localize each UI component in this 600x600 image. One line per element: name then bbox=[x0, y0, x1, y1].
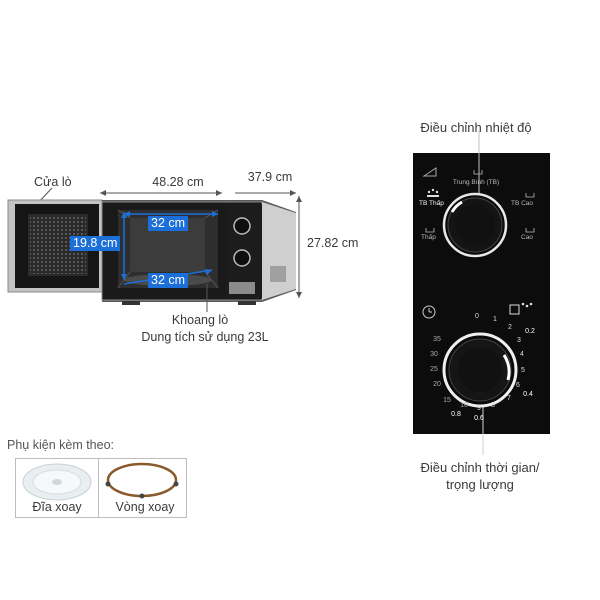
width-label: 48.28 cm bbox=[152, 175, 204, 189]
timer-tick-7: 7 bbox=[507, 395, 511, 402]
timer-tick-30: 30 bbox=[430, 351, 438, 358]
inner-depth-label: 32 cm bbox=[148, 273, 189, 288]
accessory-label-ring: Vòng xoay bbox=[115, 500, 175, 514]
temp-control-title: Điều chỉnh nhiệt độ bbox=[420, 120, 532, 135]
microwave-body bbox=[101, 200, 296, 305]
accessory-label-plate: Đĩa xoay bbox=[32, 500, 82, 514]
timer-knob[interactable] bbox=[442, 332, 518, 408]
weight-defrost-icon bbox=[509, 302, 533, 315]
panel-corner-icon bbox=[422, 167, 437, 177]
weight-tick-0-4: 0.4 bbox=[523, 391, 533, 398]
height-label: 27.82 cm bbox=[307, 236, 359, 250]
inner-height-label: 19.8 cm bbox=[70, 236, 121, 251]
weight-tick-0-6: 0.6 bbox=[474, 415, 484, 422]
power-high-label: Cao bbox=[521, 234, 533, 241]
timer-tick-8: 8 bbox=[491, 402, 495, 409]
timer-tick-5: 5 bbox=[521, 367, 525, 374]
power-medium-label: Trung Bình (TB) bbox=[452, 179, 500, 186]
timer-tick-10: 10 bbox=[460, 402, 468, 409]
door-label: Cửa lò bbox=[34, 175, 72, 189]
timer-tick-25: 25 bbox=[430, 366, 438, 373]
accessories-title: Phụ kiện kèm theo: bbox=[7, 438, 115, 452]
timer-tick-2: 2 bbox=[508, 324, 512, 331]
timer-tick-0: 0 bbox=[475, 313, 479, 320]
depth-label: 37.9 cm bbox=[247, 170, 293, 184]
width-arrow-left bbox=[100, 190, 106, 196]
timer-tick-4: 4 bbox=[520, 351, 524, 358]
power-level-icons bbox=[425, 170, 535, 233]
power-knob[interactable] bbox=[442, 192, 508, 258]
timer-tick-6: 6 bbox=[516, 382, 520, 389]
timer-tick-9: 9 bbox=[477, 405, 481, 412]
timer-tick-15: 15 bbox=[443, 397, 451, 404]
width-arrow-right bbox=[216, 190, 222, 196]
weight-tick-0-8: 0.8 bbox=[451, 411, 461, 418]
timer-tick-35: 35 bbox=[433, 336, 441, 343]
capacity-label: Dung tích sử dụng 23L bbox=[141, 330, 269, 344]
cavity-label: Khoang lò bbox=[171, 313, 229, 327]
timer-tick-1: 1 bbox=[493, 316, 497, 323]
time-control-title-line2: trọng lượng bbox=[446, 477, 514, 492]
power-medium-high-label: TB Cao bbox=[511, 200, 534, 207]
inner-width-label: 32 cm bbox=[148, 216, 189, 231]
power-low-label: Thấp bbox=[421, 234, 436, 241]
power-low-medium-label: TB Thấp bbox=[419, 200, 444, 207]
timer-tick-3: 3 bbox=[517, 337, 521, 344]
weight-tick-0-2: 0.2 bbox=[525, 328, 535, 335]
clock-icon bbox=[422, 305, 436, 319]
depth-arrow bbox=[290, 190, 296, 196]
height-arrow-bottom bbox=[296, 292, 302, 298]
height-arrow-top bbox=[296, 196, 302, 202]
time-control-title-line1: Điều chỉnh thời gian/ bbox=[420, 460, 540, 475]
defrost-icon bbox=[427, 188, 439, 197]
timer-tick-20: 20 bbox=[433, 381, 441, 388]
